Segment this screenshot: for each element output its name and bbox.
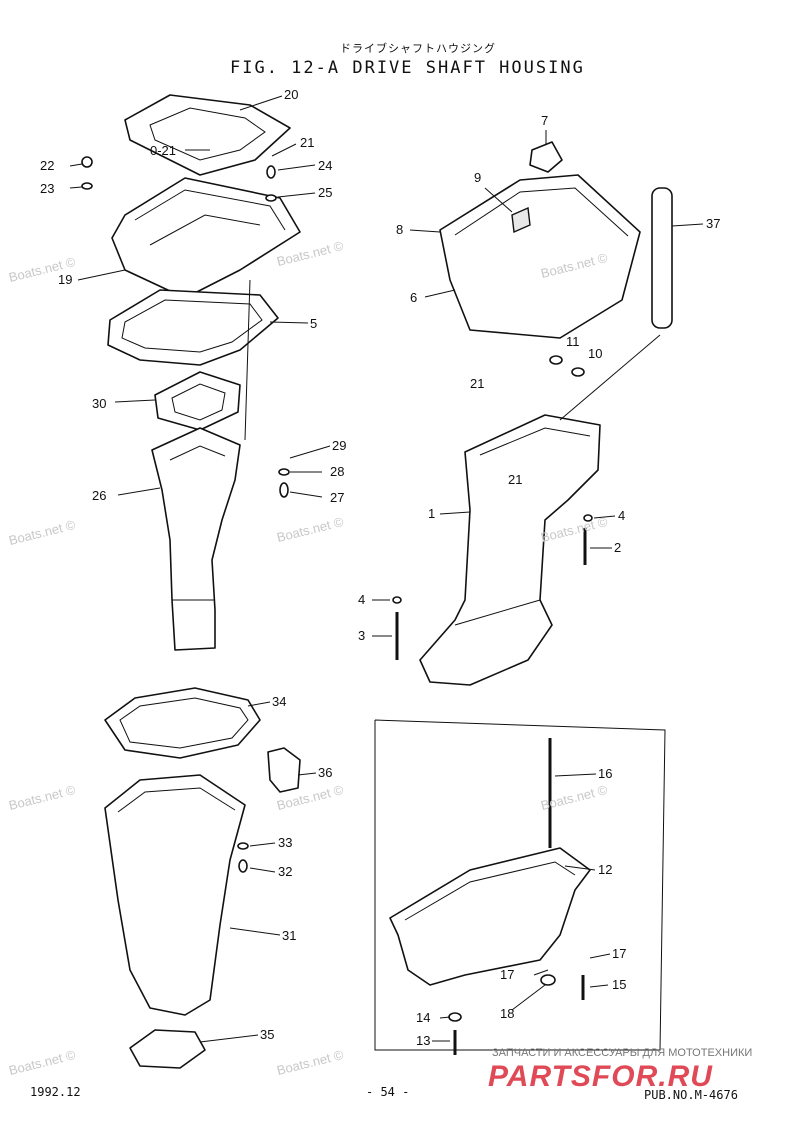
part-5-gasket [107,289,279,366]
inset-frame [374,719,666,1051]
callout-35: 35 [260,1027,275,1042]
callout-17-left: 17 [500,967,515,982]
callout-7: 7 [541,113,549,128]
callout-1: 1 [428,506,436,521]
callout-24: 24 [318,158,333,173]
callout-15: 15 [612,977,627,992]
callout-36: 36 [318,765,333,780]
brand-tagline: ЗАПЧАСТИ И АКСЕССУАРЫ ДЛЯ МОТОТЕХНИКИ [492,1047,753,1059]
callout-19: 19 [58,272,73,287]
part-18-washer [540,974,556,986]
callout-23: 23 [40,181,55,196]
callout-31: 31 [282,928,297,943]
callout-18: 18 [500,1006,515,1021]
callout-21-inner: 21 [508,472,523,487]
callout-14: 14 [416,1010,431,1025]
callout-22: 22 [40,158,55,173]
figure-title: FIG. 12-A DRIVE SHAFT HOUSING [230,58,585,78]
callout-37: 37 [706,216,721,231]
part-12-oil-pan [389,847,591,986]
callout-21-mid: 21 [470,376,485,391]
footer-date: 1992.12 [30,1085,81,1099]
part-22-screw [81,156,93,168]
callout-29: 29 [332,438,347,453]
part-33-washer [237,842,249,850]
part-9-pad [511,206,531,234]
callout-2: 2 [614,540,622,555]
part-30-plate [154,371,241,431]
callout-9: 9 [474,170,482,185]
part-20-gasket [124,94,291,176]
part-11-washer [549,355,563,365]
part-10-bolt [571,367,585,377]
callout-21-top: 21 [300,135,315,150]
callout-13: 13 [416,1033,431,1048]
footer-publication-number: PUB.NO.M-4676 [644,1088,738,1102]
part-14-washer [448,1012,462,1022]
part-36-clip [267,747,301,793]
leader-lines [69,95,704,1043]
callout-3: 3 [358,628,366,643]
brand-logo: PARTSFOR.RU [488,1060,713,1093]
part-31-cover [104,774,246,1016]
callout-6: 6 [410,290,418,305]
callout-27: 27 [330,490,345,505]
part-37-tube [651,187,673,329]
part-32-bolt [238,859,248,873]
callout-4-left: 4 [358,592,366,607]
callout-0-21: 0-21 [150,143,177,158]
part-28-washer [278,468,290,476]
part-7-grommet [529,141,563,173]
callout-30: 30 [92,396,107,411]
callout-34: 34 [272,694,287,709]
callout-33: 33 [278,835,293,850]
part-27-bolt [279,482,289,498]
part-35-gasket [129,1029,206,1069]
part-1-drive-shaft-housing [419,414,601,686]
callout-5: 5 [310,316,318,331]
part-19-upper-casing [111,177,301,299]
callout-4-right: 4 [618,508,626,523]
part-4-washer-lower [392,596,402,604]
part-25-washer [265,194,277,202]
part-4-washer-upper [583,514,593,522]
footer-page-number: - 54 - [366,1085,410,1099]
callout-8: 8 [396,222,404,237]
callout-26: 26 [92,488,107,503]
figure-subtitle: ドライブシャフトハウジング [340,42,496,55]
part-8-apron [439,174,641,339]
callout-25: 25 [318,185,333,200]
callout-28: 28 [330,464,345,479]
part-23-washer [81,182,93,190]
callout-20: 20 [284,87,299,102]
callout-10: 10 [588,346,603,361]
part-24-bolt [266,165,276,179]
callout-12: 12 [598,862,613,877]
callout-17-right: 17 [612,946,627,961]
callout-16: 16 [598,766,613,781]
part-26-exhaust-pipe [151,427,241,651]
callout-11: 11 [566,334,580,349]
callout-32: 32 [278,864,293,879]
